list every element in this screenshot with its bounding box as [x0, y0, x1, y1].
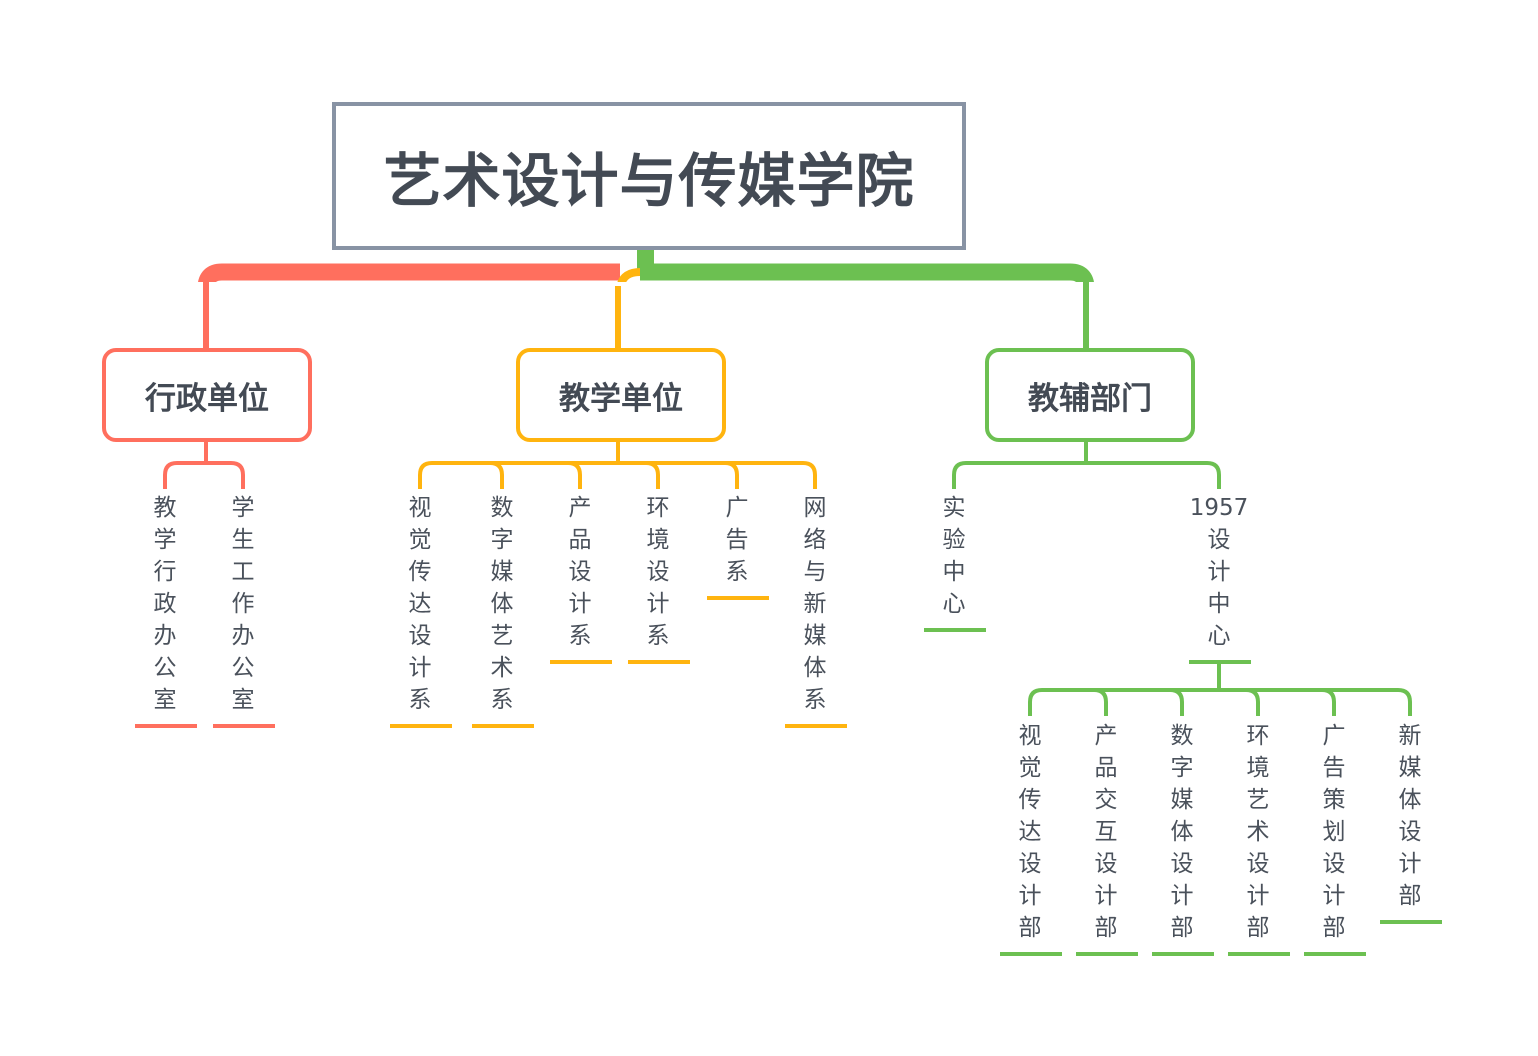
leaf-label: 教学行政办公室	[153, 495, 177, 713]
leaf-label: 广告策划设计部	[1322, 723, 1346, 941]
leaf-label: 视觉传达设计部	[1018, 723, 1042, 941]
leaf-underline	[707, 596, 769, 600]
leaf-node[interactable]: 网络与新媒体系	[785, 492, 845, 716]
leaf-underline	[785, 724, 847, 728]
fork-branch	[567, 461, 582, 489]
root-node[interactable]: 艺术设计与传媒学院	[332, 102, 966, 250]
branch-support-label: 教辅部门	[1028, 380, 1152, 417]
branch-support[interactable]: 教辅部门	[985, 348, 1195, 442]
leaf-node[interactable]: 新媒体设计部	[1380, 720, 1440, 912]
fork-branch	[952, 461, 967, 489]
branch-admin-label: 行政单位	[145, 380, 269, 417]
leaf-node[interactable]: 产品交互设计部	[1076, 720, 1136, 944]
branch-admin[interactable]: 行政单位	[102, 348, 312, 442]
leaf-node[interactable]: 视觉传达设计系	[390, 492, 450, 716]
leaf-node[interactable]: 学生工作办公室	[213, 492, 273, 716]
leaf-label: 产品交互设计部	[1094, 723, 1118, 941]
fork-branch	[163, 461, 178, 489]
leaf-node[interactable]: 数字媒体艺术系	[472, 492, 532, 716]
fork-branch	[645, 461, 660, 489]
fork-branch	[489, 461, 504, 489]
leaf-label: 产品设计系	[568, 495, 592, 649]
leaf-node[interactable]: 环境艺术设计部	[1228, 720, 1288, 944]
leaf-node[interactable]: 视觉传达设计部	[1000, 720, 1060, 944]
branch-teaching-label: 教学单位	[559, 380, 683, 417]
leaf-label: 实验中心	[942, 495, 966, 617]
leaf-label: 学生工作办公室	[231, 495, 255, 713]
fork-branch	[1093, 688, 1108, 716]
fork-branch	[724, 461, 739, 489]
fork-branch	[418, 461, 433, 489]
fork-branch	[230, 461, 245, 489]
leaf-node[interactable]: 环境设计系	[628, 492, 688, 652]
leaf-underline	[924, 628, 986, 632]
leaf-underline	[1152, 952, 1214, 956]
connector-support	[640, 263, 1095, 350]
leaf-underline	[628, 660, 690, 664]
leaf-underline	[1228, 952, 1290, 956]
leaf-label: 广告系	[725, 495, 749, 585]
leaf-node[interactable]: 产品设计系	[550, 492, 610, 652]
leaf-label: 数字媒体艺术系	[490, 495, 514, 713]
fork-branch	[1321, 688, 1336, 716]
leaf-label: 环境设计系	[646, 495, 670, 649]
leaf-node[interactable]: 广告系	[707, 492, 767, 588]
leaf-underline	[1000, 952, 1062, 956]
fork-branch	[1397, 688, 1412, 716]
leaf-underline	[390, 724, 452, 728]
leaf-underline	[1076, 952, 1138, 956]
leaf-node[interactable]: 数字媒体设计部	[1152, 720, 1212, 944]
leaf-label: 环境艺术设计部	[1246, 723, 1270, 941]
fork-branch	[1245, 688, 1260, 716]
root-title: 艺术设计与传媒学院	[383, 147, 915, 215]
fork-branch	[802, 461, 817, 489]
leaf-underline	[1304, 952, 1366, 956]
leaf-label: 视觉传达设计系	[408, 495, 432, 713]
leaf-node[interactable]: 广告策划设计部	[1304, 720, 1364, 944]
leaf-node[interactable]: 实验中心	[924, 492, 984, 620]
leaf-node[interactable]: 教学行政办公室	[135, 492, 195, 716]
leaf-label: 设计中心	[1207, 527, 1231, 649]
connector-admin	[197, 263, 620, 350]
fork-branch	[1169, 688, 1184, 716]
branch-teaching[interactable]: 教学单位	[516, 348, 726, 442]
leaf-label: 网络与新媒体系	[803, 495, 827, 713]
leaf-node[interactable]: 1957 设计中心	[1189, 492, 1249, 652]
leaf-label: 新媒体设计部	[1398, 723, 1422, 909]
fork-branch	[1028, 688, 1043, 716]
leaf-underline	[213, 724, 275, 728]
leaf-underline	[1380, 920, 1442, 924]
leaf-label: 数字媒体设计部	[1170, 723, 1194, 941]
fork-branch	[1206, 461, 1221, 489]
leaf-underline	[1189, 660, 1251, 664]
leaf-underline	[472, 724, 534, 728]
leaf-underline	[135, 724, 197, 728]
leaf-underline	[550, 660, 612, 664]
leaf-prefix: 1957	[1189, 495, 1249, 521]
